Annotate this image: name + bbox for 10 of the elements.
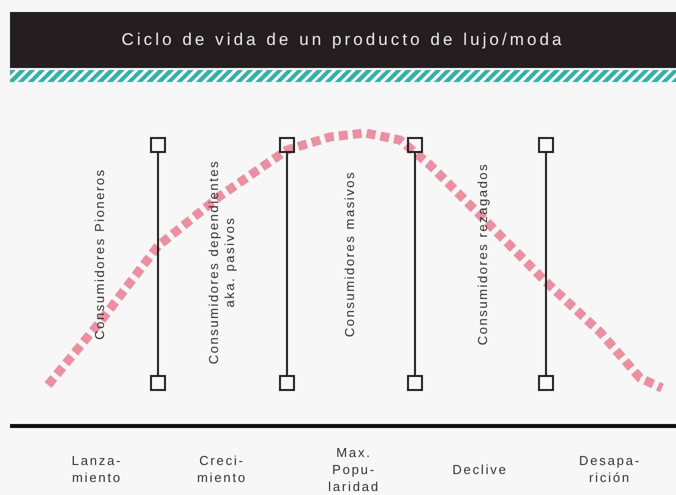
vertical-label: Consumidores dependientes aka. pasivos <box>206 158 238 366</box>
vertical-label: Consumidores Pioneros <box>92 167 108 342</box>
vertical-label: Consumidores rezagados <box>475 162 491 348</box>
stage-label: Creci- miento <box>196 452 248 486</box>
stage-label: Desapa- rición <box>578 452 642 486</box>
stage-label: Lanza- miento <box>70 452 124 486</box>
title: Ciclo de vida de un producto de lujo/moda <box>122 29 564 52</box>
stage-label: Max. Popu- laridad <box>327 444 381 494</box>
vertical-label: Consumidores masivos <box>342 170 358 340</box>
stage-label: Declive <box>451 460 509 478</box>
